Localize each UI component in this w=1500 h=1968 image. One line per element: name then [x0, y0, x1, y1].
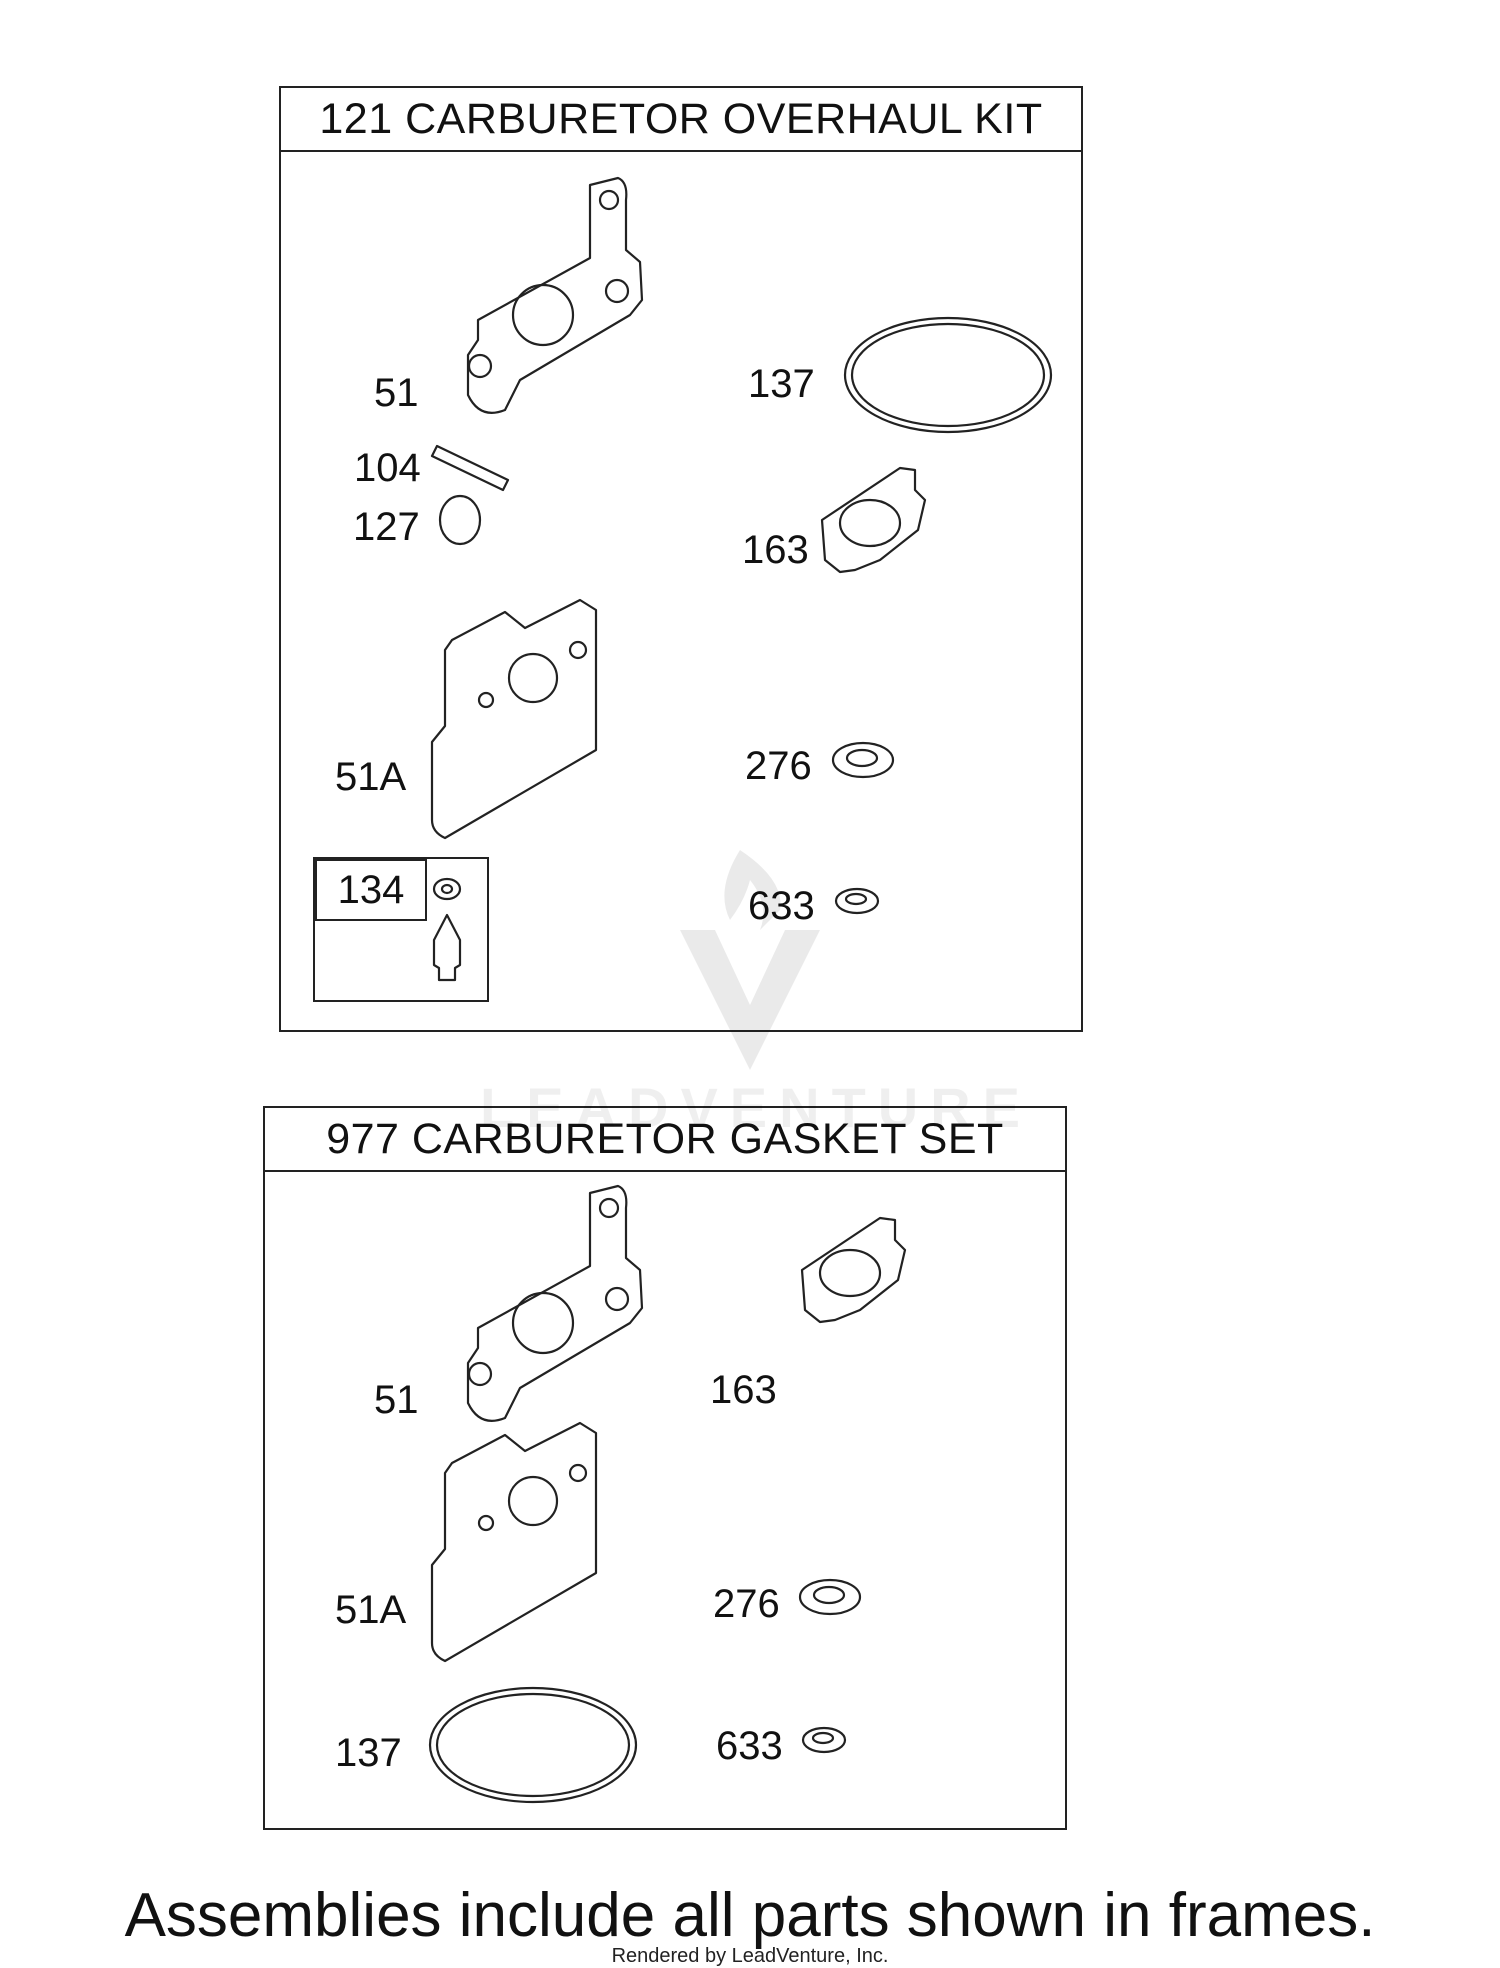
callout-51A: 51A — [335, 755, 407, 799]
watermark-text: LEADVENTURE — [480, 1076, 1033, 1139]
o-ring-137-drawing — [428, 1686, 638, 1804]
callout-276: 276 — [745, 744, 812, 788]
callout-137: 137 — [335, 1731, 402, 1775]
callout-51: 51 — [374, 1378, 419, 1422]
rendered-by-credit: Rendered by LeadVenture, Inc. — [611, 1945, 889, 1967]
footer-note: Assemblies include all parts shown in fr… — [124, 1881, 1376, 1950]
subassembly-frame-134: 134 — [313, 857, 489, 1002]
subassembly-label: 134 — [315, 859, 427, 921]
assembly-frame-gasket-set: 977 CARBURETOR GASKET SET — [263, 1106, 1067, 1830]
gasket-51A-drawing — [430, 1421, 598, 1663]
washer-633-drawing — [834, 887, 880, 915]
callout-51: 51 — [374, 371, 419, 415]
plug-127-drawing — [438, 494, 482, 546]
gasket-163-drawing — [820, 466, 927, 574]
callout-633: 633 — [748, 884, 815, 928]
assembly-title: 977 CARBURETOR GASKET SET — [265, 1108, 1065, 1172]
gasket-51-drawing — [466, 176, 644, 414]
callout-276: 276 — [713, 1582, 780, 1626]
callout-104: 104 — [354, 446, 421, 490]
assembly-frame-overhaul-kit: 121 CARBURETOR OVERHAUL KIT — [279, 86, 1083, 1032]
washer-276-drawing — [798, 1578, 862, 1616]
o-ring-137-drawing — [843, 316, 1053, 434]
callout-633: 633 — [716, 1724, 783, 1768]
callout-51A: 51A — [335, 1588, 407, 1632]
gasket-51A-drawing — [430, 598, 598, 840]
washer-633-drawing — [801, 1726, 847, 1754]
callout-127: 127 — [353, 505, 420, 549]
pin-104-drawing — [430, 444, 510, 492]
washer-276-drawing — [831, 741, 895, 779]
callout-163: 163 — [710, 1368, 777, 1412]
assembly-title: 121 CARBURETOR OVERHAUL KIT — [281, 88, 1081, 152]
gasket-163-drawing — [800, 1216, 907, 1324]
callout-137: 137 — [748, 362, 815, 406]
watermark-logo — [680, 850, 820, 1070]
callout-163: 163 — [742, 528, 809, 572]
gasket-51-drawing — [466, 1184, 644, 1422]
needle-seat-134-drawing — [432, 877, 462, 982]
